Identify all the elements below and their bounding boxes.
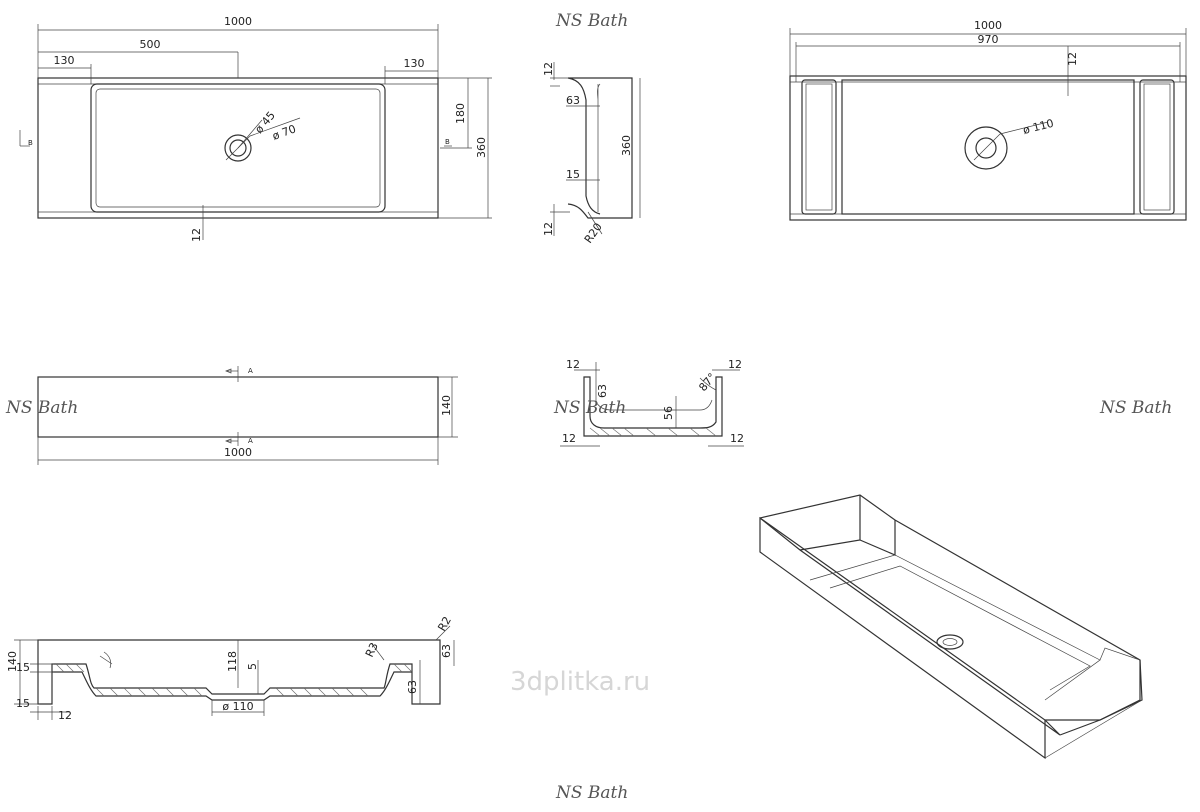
section-mark-b-left: B [28, 139, 33, 147]
dim-right-hole: ø 110 [1022, 117, 1055, 137]
brand-top: NS Bath [555, 11, 628, 31]
iso-drain [936, 634, 964, 650]
dim-long-right-lip-low: 63 [406, 680, 419, 694]
isometric-view [759, 494, 1143, 760]
section-mark-a-bottom: A [248, 437, 253, 445]
plan-view [19, 24, 492, 240]
brand-left: NS Bath [5, 398, 78, 418]
dim-center: 500 [140, 38, 161, 51]
dim-half-depth: 180 [454, 103, 467, 124]
dim-lip: 63 [566, 94, 580, 107]
dim-long-radius-outer: R2 [435, 614, 454, 633]
dim-right-inner-width: 970 [978, 33, 999, 46]
dim-bottom-thickness: 12 [542, 222, 555, 236]
dim-long-rim: 12 [58, 709, 72, 722]
dim-width: 1000 [224, 15, 252, 28]
dim-top-thickness: 12 [542, 62, 555, 76]
dim-long-radius-inner: R3 [363, 640, 381, 659]
dim-a-top-left: 12 [566, 358, 580, 371]
dim-left-offset: 130 [54, 54, 75, 67]
dim-right-rim: 12 [1066, 52, 1079, 66]
dim-long-depth: 118 [226, 651, 239, 672]
front-view [37, 366, 458, 465]
dim-long-lip: 15 [16, 661, 30, 674]
dim-long-inner-offset: 15 [16, 697, 30, 710]
dim-front-width: 1000 [224, 446, 252, 459]
dim-right-offset: 130 [404, 57, 425, 70]
dim-long-drain: ø 110 [222, 700, 253, 713]
dim-a-depth: 56 [662, 406, 675, 420]
dim-side-depth: 360 [620, 135, 633, 156]
dim-a-top-right: 12 [728, 358, 742, 371]
dim-outer-diameter: ø 70 [271, 122, 298, 143]
brand-bottom: NS Bath [555, 783, 628, 803]
dim-a-bottom-right: 12 [730, 432, 744, 445]
brand-right: NS Bath [1099, 398, 1172, 418]
dim-depth: 360 [475, 137, 488, 158]
drain-hole-right [975, 137, 997, 159]
long-section [14, 625, 455, 720]
drain-outer-right [964, 126, 1008, 170]
dim-a-lip-left: 63 [596, 384, 609, 398]
dim-long-floor: 5 [246, 663, 259, 670]
section-a [560, 362, 744, 447]
section-mark-a-top: A [248, 367, 253, 375]
dim-a-bottom-left: 12 [562, 432, 576, 445]
dim-long-right-lip: 63 [440, 644, 453, 658]
drain-hole [229, 139, 247, 157]
dim-inner: 15 [566, 168, 580, 181]
section-mark-b-right: B [445, 138, 450, 146]
watermark: 3dplitka.ru [510, 667, 650, 697]
right-plan-view [789, 28, 1187, 221]
brand-center: NS Bath [553, 398, 626, 418]
dim-long-height: 140 [6, 651, 19, 672]
dim-right-width: 1000 [974, 19, 1002, 32]
dim-rim: 12 [190, 228, 203, 242]
side-section [550, 62, 641, 236]
drain-outer [224, 134, 252, 162]
dim-front-height: 140 [440, 395, 453, 416]
